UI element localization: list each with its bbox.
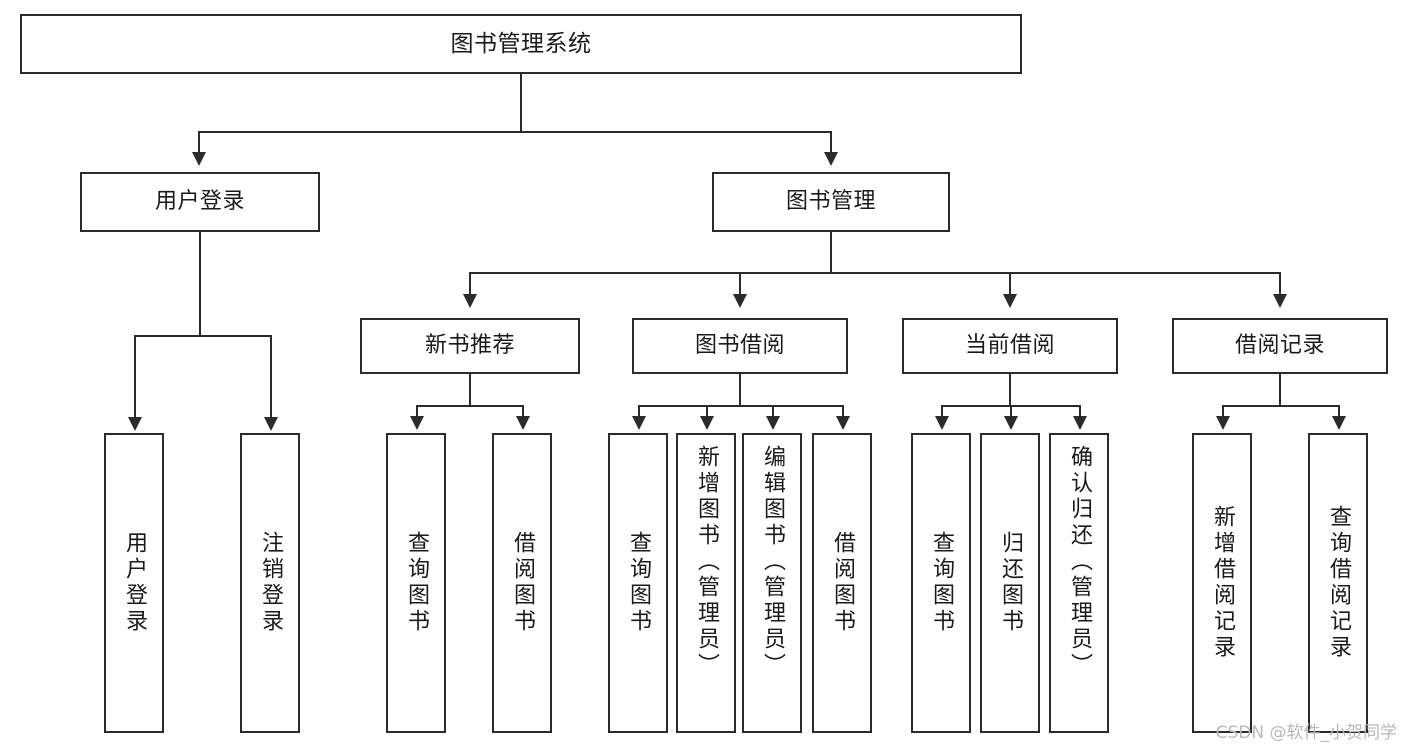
connector-borrow-record-leaf-2 [1338, 405, 1340, 417]
node-label: 当前借阅 [964, 333, 1055, 359]
connector-book-borrow-bar [638, 405, 842, 407]
node-label: 用户登录 [122, 531, 147, 635]
leaf-borrow-book-recommend[interactable]: 借阅图书 [492, 433, 552, 733]
connector-root-bar [198, 131, 832, 133]
node-label: 查询图书 [626, 531, 651, 635]
connector-borrow-record-stem [1279, 374, 1281, 406]
connector-borrow-record-bar [1222, 405, 1338, 407]
connector-new-book-stem [469, 374, 471, 406]
leaf-add-book[interactable]: 新增图书（管理员） [676, 433, 736, 733]
node-new-book-recommend[interactable]: 新书推荐 [360, 318, 580, 374]
node-label: 图书管理系统 [450, 30, 592, 57]
connector-current-borrow-stem [1009, 374, 1011, 406]
connector-user-login-right [270, 335, 272, 418]
arrow-current-borrow-leaf-2 [1004, 416, 1018, 430]
node-label: 查询借阅记录 [1326, 505, 1351, 661]
arrow-book-borrow-leaf-2 [700, 416, 714, 430]
connector-current-borrow-leaf-2 [1010, 405, 1012, 417]
node-label: 编辑图书（管理员） [760, 445, 785, 679]
connector-book-management-bar [469, 272, 1281, 274]
connector-bm-to-book-borrow [739, 272, 741, 295]
leaf-query-borrow-record[interactable]: 查询借阅记录 [1308, 433, 1368, 733]
arrow-current-borrow-leaf-3 [1073, 416, 1087, 430]
arrow-new-book-leaf-1 [410, 416, 424, 430]
connector-new-book-leaf-2 [522, 405, 524, 417]
leaf-logout-login[interactable]: 注销登录 [240, 433, 300, 733]
arrow-bm-to-new-book [463, 294, 477, 308]
arrow-book-borrow-leaf-3 [766, 416, 780, 430]
arrow-borrow-record-leaf-2 [1332, 416, 1346, 430]
node-book-management[interactable]: 图书管理 [712, 172, 950, 232]
node-current-borrow[interactable]: 当前借阅 [902, 318, 1118, 374]
connector-book-borrow-leaf-3 [772, 405, 774, 417]
connector-borrow-record-leaf-1 [1222, 405, 1224, 417]
node-label: 确认归还（管理员） [1067, 445, 1092, 679]
leaf-user-login[interactable]: 用户登录 [104, 433, 164, 733]
node-label: 新增借阅记录 [1210, 505, 1235, 661]
leaf-query-book-recommend[interactable]: 查询图书 [386, 433, 446, 733]
connector-book-borrow-leaf-2 [706, 405, 708, 417]
arrow-current-borrow-leaf-1 [935, 416, 949, 430]
node-label: 图书管理 [785, 189, 876, 215]
connector-user-login-bar [134, 335, 270, 337]
arrow-new-book-leaf-2 [516, 416, 530, 430]
connector-new-book-bar [416, 405, 522, 407]
node-label: 新增图书（管理员） [694, 445, 719, 679]
leaf-add-borrow-record[interactable]: 新增借阅记录 [1192, 433, 1252, 733]
connector-book-management-stem [830, 232, 832, 274]
node-label: 借阅记录 [1234, 333, 1325, 359]
watermark: CSDN @软件_小贺同学 [1215, 723, 1397, 743]
connector-user-login-stem [199, 232, 201, 336]
arrow-borrow-record-leaf-1 [1216, 416, 1230, 430]
leaf-return-book[interactable]: 归还图书 [980, 433, 1040, 733]
arrow-root-to-user-login [192, 152, 206, 166]
node-borrow-record[interactable]: 借阅记录 [1172, 318, 1388, 374]
node-label: 新书推荐 [424, 333, 515, 359]
connector-new-book-leaf-1 [416, 405, 418, 417]
arrow-user-login-leaf-2 [264, 417, 278, 431]
leaf-query-book-current[interactable]: 查询图书 [911, 433, 971, 733]
connector-bm-to-borrow-record [1279, 272, 1281, 295]
node-book-borrow[interactable]: 图书借阅 [632, 318, 848, 374]
connector-bm-to-current-borrow [1009, 272, 1011, 295]
node-label: 查询图书 [929, 531, 954, 635]
node-label: 图书借阅 [694, 333, 785, 359]
connector-bm-to-new-book [469, 272, 471, 295]
leaf-query-book-borrow[interactable]: 查询图书 [608, 433, 668, 733]
arrow-root-to-book-management [824, 152, 838, 166]
connector-current-borrow-leaf-3 [1079, 405, 1081, 417]
node-label: 注销登录 [258, 531, 283, 635]
node-label: 借阅图书 [830, 531, 855, 635]
connector-root-to-user-login [198, 131, 200, 153]
arrow-bm-to-borrow-record [1273, 294, 1287, 308]
node-user-login[interactable]: 用户登录 [80, 172, 320, 232]
connector-root-to-book-management [830, 131, 832, 153]
node-label: 用户登录 [154, 189, 245, 215]
node-root-book-management-system[interactable]: 图书管理系统 [20, 14, 1022, 74]
connector-book-borrow-leaf-4 [842, 405, 844, 417]
leaf-confirm-return[interactable]: 确认归还（管理员） [1049, 433, 1109, 733]
connector-root-stem [520, 74, 522, 132]
node-label: 归还图书 [998, 531, 1023, 635]
arrow-book-borrow-leaf-4 [836, 416, 850, 430]
node-label: 查询图书 [404, 531, 429, 635]
arrow-bm-to-book-borrow [733, 294, 747, 308]
arrow-book-borrow-leaf-1 [632, 416, 646, 430]
leaf-edit-book[interactable]: 编辑图书（管理员） [742, 433, 802, 733]
connector-current-borrow-leaf-1 [941, 405, 943, 417]
connector-user-login-left [134, 335, 136, 418]
node-label: 借阅图书 [510, 531, 535, 635]
arrow-bm-to-current-borrow [1003, 294, 1017, 308]
connector-book-borrow-leaf-1 [638, 405, 640, 417]
arrow-user-login-leaf-1 [128, 417, 142, 431]
leaf-borrow-book[interactable]: 借阅图书 [812, 433, 872, 733]
connector-book-borrow-stem [739, 374, 741, 406]
